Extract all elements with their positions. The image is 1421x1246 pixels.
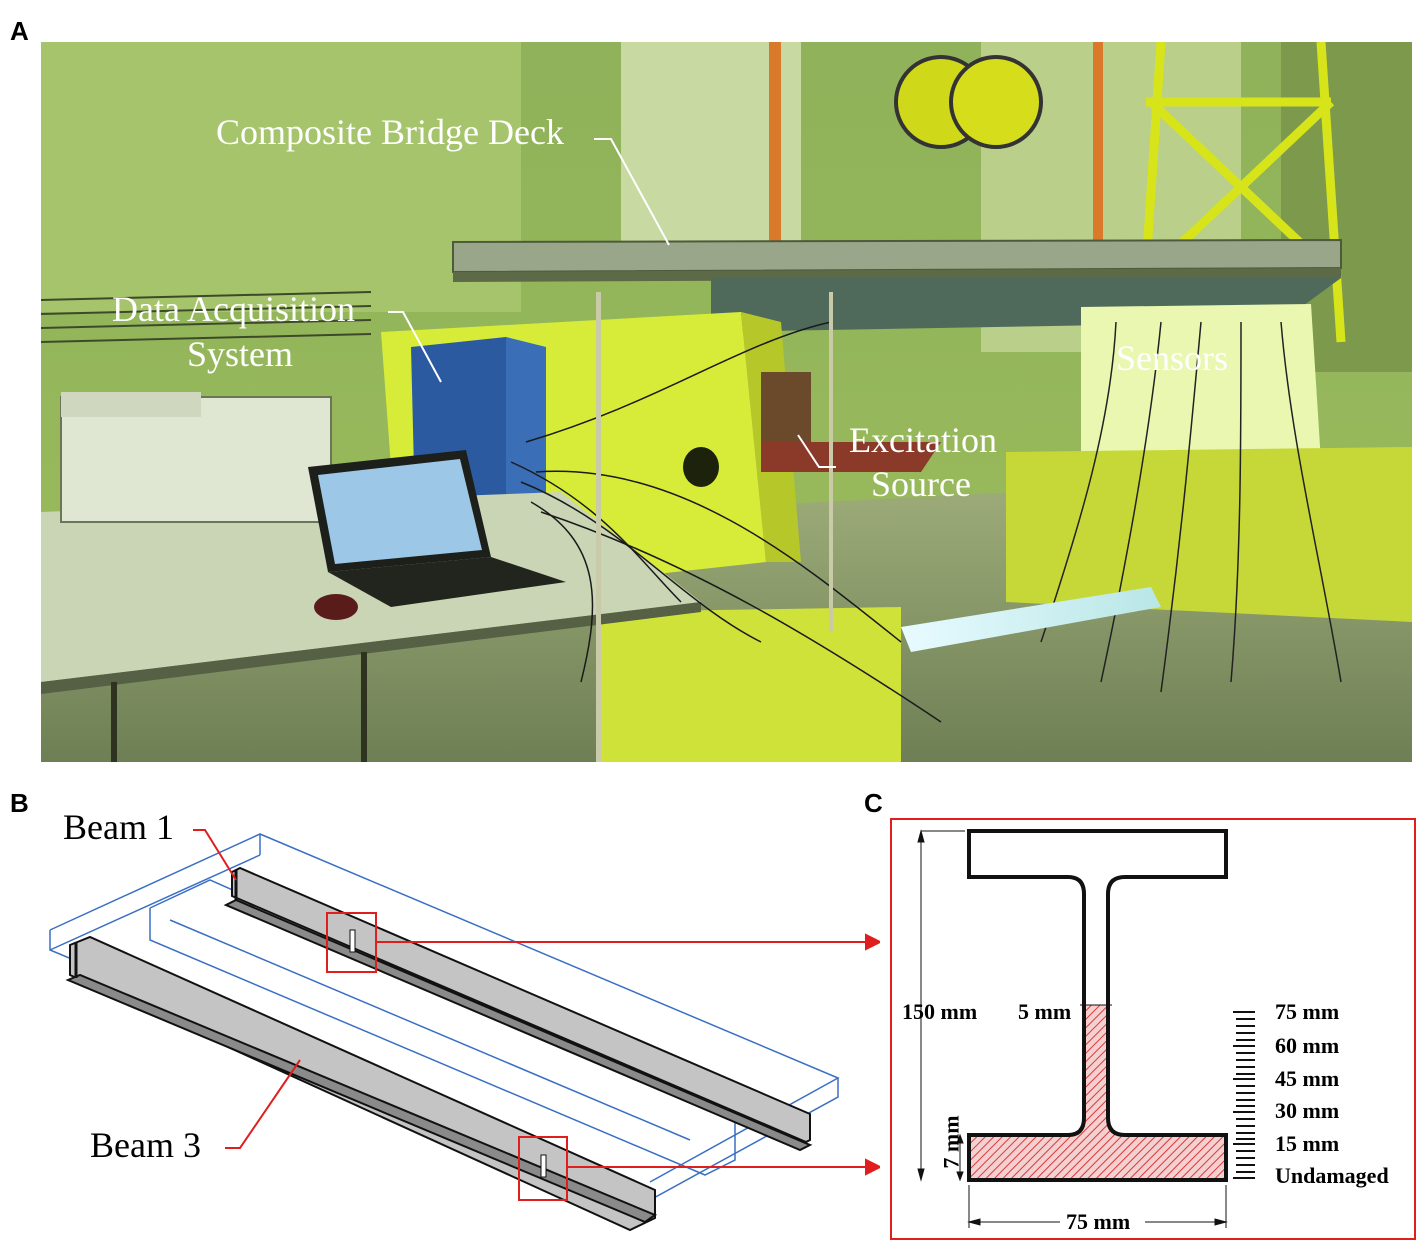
cross-section-svg [890, 818, 1416, 1240]
label-composite-bridge-deck: Composite Bridge Deck [216, 112, 564, 152]
damage-level-30: 30 mm [1275, 1098, 1340, 1123]
damage-level-45: 45 mm [1275, 1066, 1340, 1091]
panel-label-b: B [10, 788, 29, 818]
label-sensors: Sensors [1116, 338, 1229, 378]
panel-label-a: A [10, 16, 29, 46]
damage-scale-ticks [1233, 1011, 1255, 1179]
lab-photo: Composite Bridge Deck Data Acquisition S… [41, 42, 1412, 762]
label-excitation-line2: Source [871, 464, 971, 504]
damage-level-60: 60 mm [1275, 1033, 1340, 1058]
damage-box-beam3 [518, 1136, 568, 1201]
cross-section-panel: 150 mm 5 mm 7 mm 75 mm 75 mm 60 mm 45 mm… [890, 818, 1416, 1240]
dim-flange-thickness: 7 mm [938, 1115, 964, 1169]
dim-height: 150 mm [902, 999, 978, 1024]
label-data-acquisition-line2: System [187, 334, 294, 374]
label-excitation-line1: Excitation [849, 420, 997, 460]
dim-web-thickness: 5 mm [1018, 999, 1072, 1024]
label-beam-3: Beam 3 [90, 1125, 201, 1165]
panel-label-c: C [864, 788, 883, 818]
damage-level-75: 75 mm [1275, 999, 1340, 1024]
damage-level-undamaged: Undamaged [1275, 1163, 1389, 1188]
photo-scene [41, 42, 1412, 762]
label-beam-1: Beam 1 [63, 807, 174, 847]
i-beam-outline [967, 829, 1228, 1182]
dim-width: 75 mm [1066, 1209, 1131, 1234]
beam-diagram-svg [49, 829, 880, 1232]
beam-diagram: Beam 1 Beam 3 [0, 780, 880, 1246]
label-data-acquisition-line1: Data Acquisition [112, 289, 355, 329]
damage-level-15: 15 mm [1275, 1131, 1340, 1156]
beam-3 [65, 935, 658, 1232]
